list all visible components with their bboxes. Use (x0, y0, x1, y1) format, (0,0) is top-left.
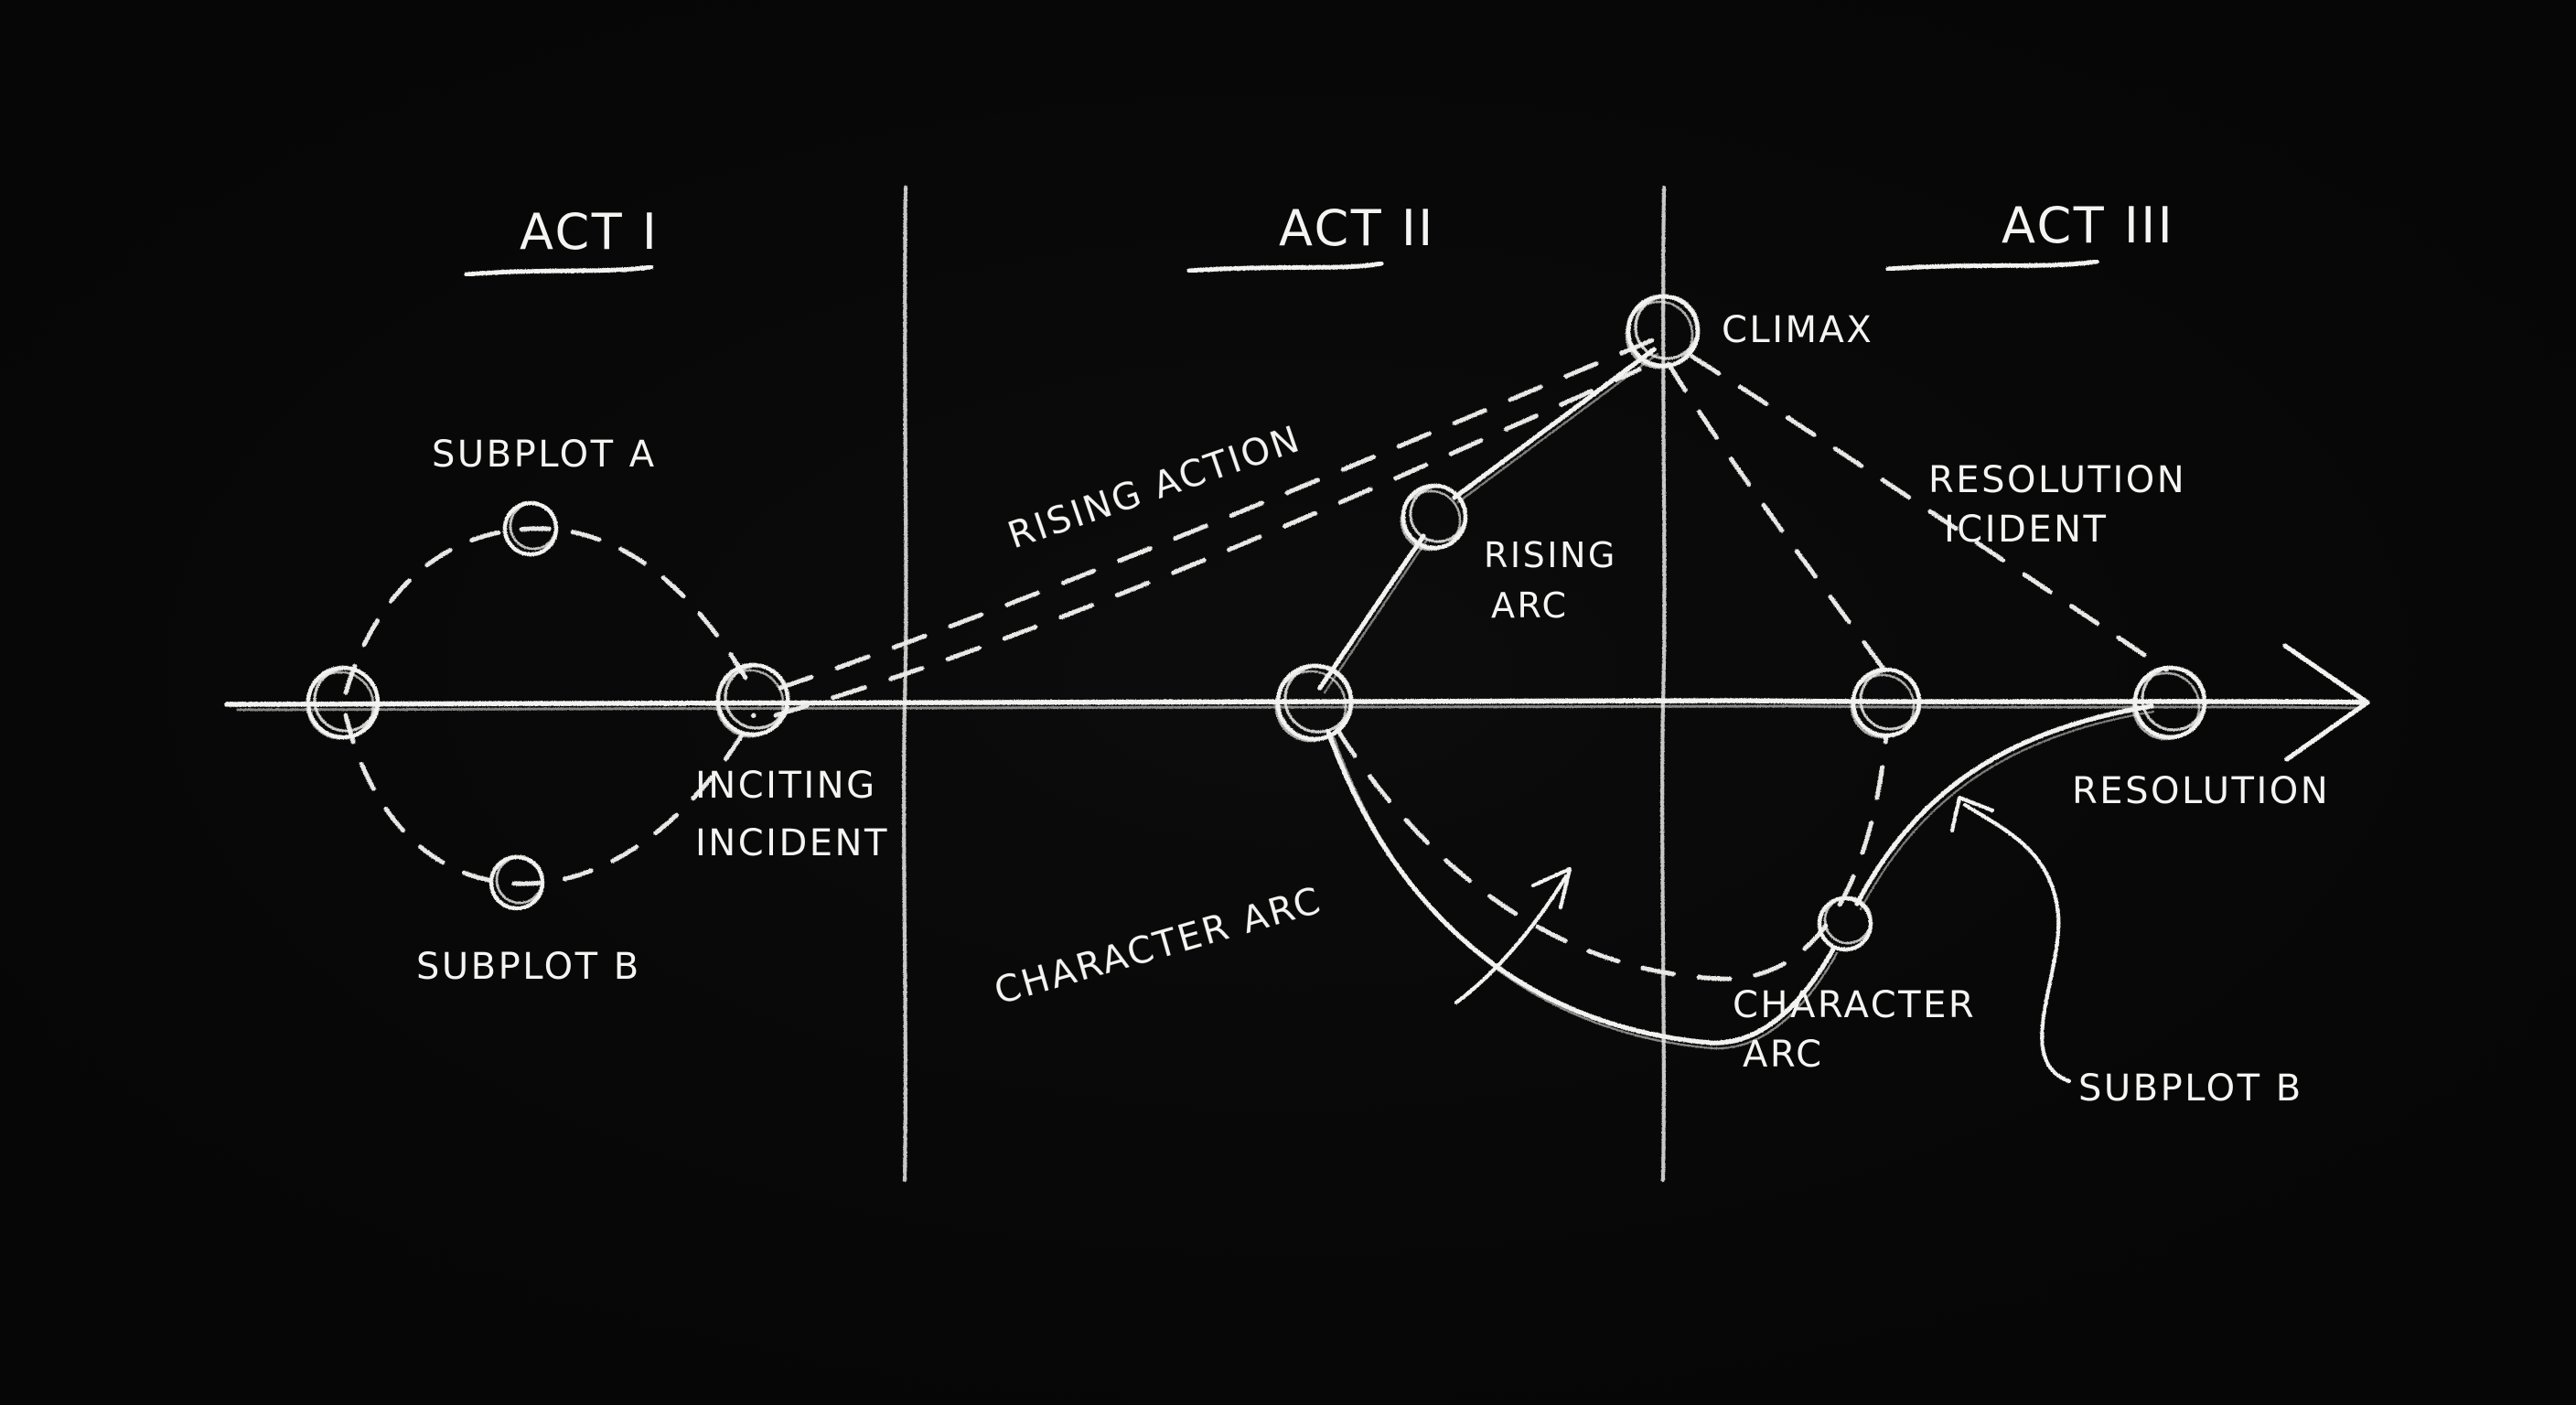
node-rising-arc[interactable] (1400, 483, 1468, 552)
subplot-a-curve (343, 526, 758, 698)
node-group (306, 294, 2207, 952)
falling-action-curves (1666, 354, 2169, 672)
act-title-1: ACT I (464, 203, 659, 277)
act-titles: ACT I ACT II ACT III (464, 197, 2174, 277)
label-subplot-b-right: SUBPLOT B (2078, 1067, 2303, 1110)
axis-arrowhead (2282, 643, 2370, 762)
rising-action-curve (773, 338, 1655, 718)
subplot-b-curve (343, 713, 757, 886)
main-plot-line (1317, 347, 1659, 694)
act-1-underline (464, 264, 654, 277)
label-character-arc-line2: ARC (1743, 1034, 1824, 1076)
label-resolution-incident-line1: RESOLUTION (1928, 459, 2186, 501)
timeline-axis (224, 643, 2370, 762)
node-resolution[interactable] (2131, 665, 2207, 741)
label-subplot-b-left: SUBPLOT B (416, 946, 641, 988)
act-1-label: ACT I (520, 203, 659, 261)
act-divider-1 (902, 185, 908, 1183)
label-climax: CLIMAX (1722, 309, 1873, 351)
label-character-arc-mid: CHARACTER ARC (990, 879, 1326, 1013)
node-subplot-b-trough[interactable] (488, 854, 545, 911)
act-3-label: ACT III (2002, 197, 2174, 254)
label-rising-arc-line2: ARC (1491, 585, 1569, 626)
label-inciting-incident-line2: INCIDENT (695, 822, 889, 864)
subplot-b-leader-arrow (1949, 795, 2072, 1084)
character-arc-solid (1326, 703, 2155, 1050)
act-2-underline (1186, 261, 1384, 273)
node-turning-point[interactable] (1274, 663, 1354, 743)
label-inciting-incident-line1: INCITING (695, 765, 877, 807)
node-midpoint-right[interactable] (1850, 667, 1922, 739)
label-character-arc-line1: CHARACTER (1733, 984, 1976, 1026)
label-resolution: RESOLUTION (2072, 770, 2330, 812)
label-subplot-a: SUBPLOT A (432, 434, 657, 476)
node-opening[interactable] (306, 665, 381, 740)
character-arc-dashed (1335, 727, 1889, 981)
node-climax[interactable] (1625, 294, 1701, 370)
act-title-2: ACT II (1186, 199, 1435, 273)
node-inciting-incident[interactable] (715, 662, 790, 738)
node-character-arc-low[interactable] (1817, 896, 1873, 952)
act-title-3: ACT III (1885, 197, 2174, 272)
act-3-underline (1885, 259, 2099, 272)
character-arc-leader-arrow (1454, 866, 1572, 1005)
node-subplot-a-peak[interactable] (502, 500, 559, 557)
label-rising-arc-line1: RISING (1484, 535, 1617, 575)
act-divider-2 (1660, 185, 1667, 1183)
act-2-label: ACT II (1279, 199, 1435, 257)
label-resolution-incident-line2: ICIDENT (1944, 509, 2108, 551)
